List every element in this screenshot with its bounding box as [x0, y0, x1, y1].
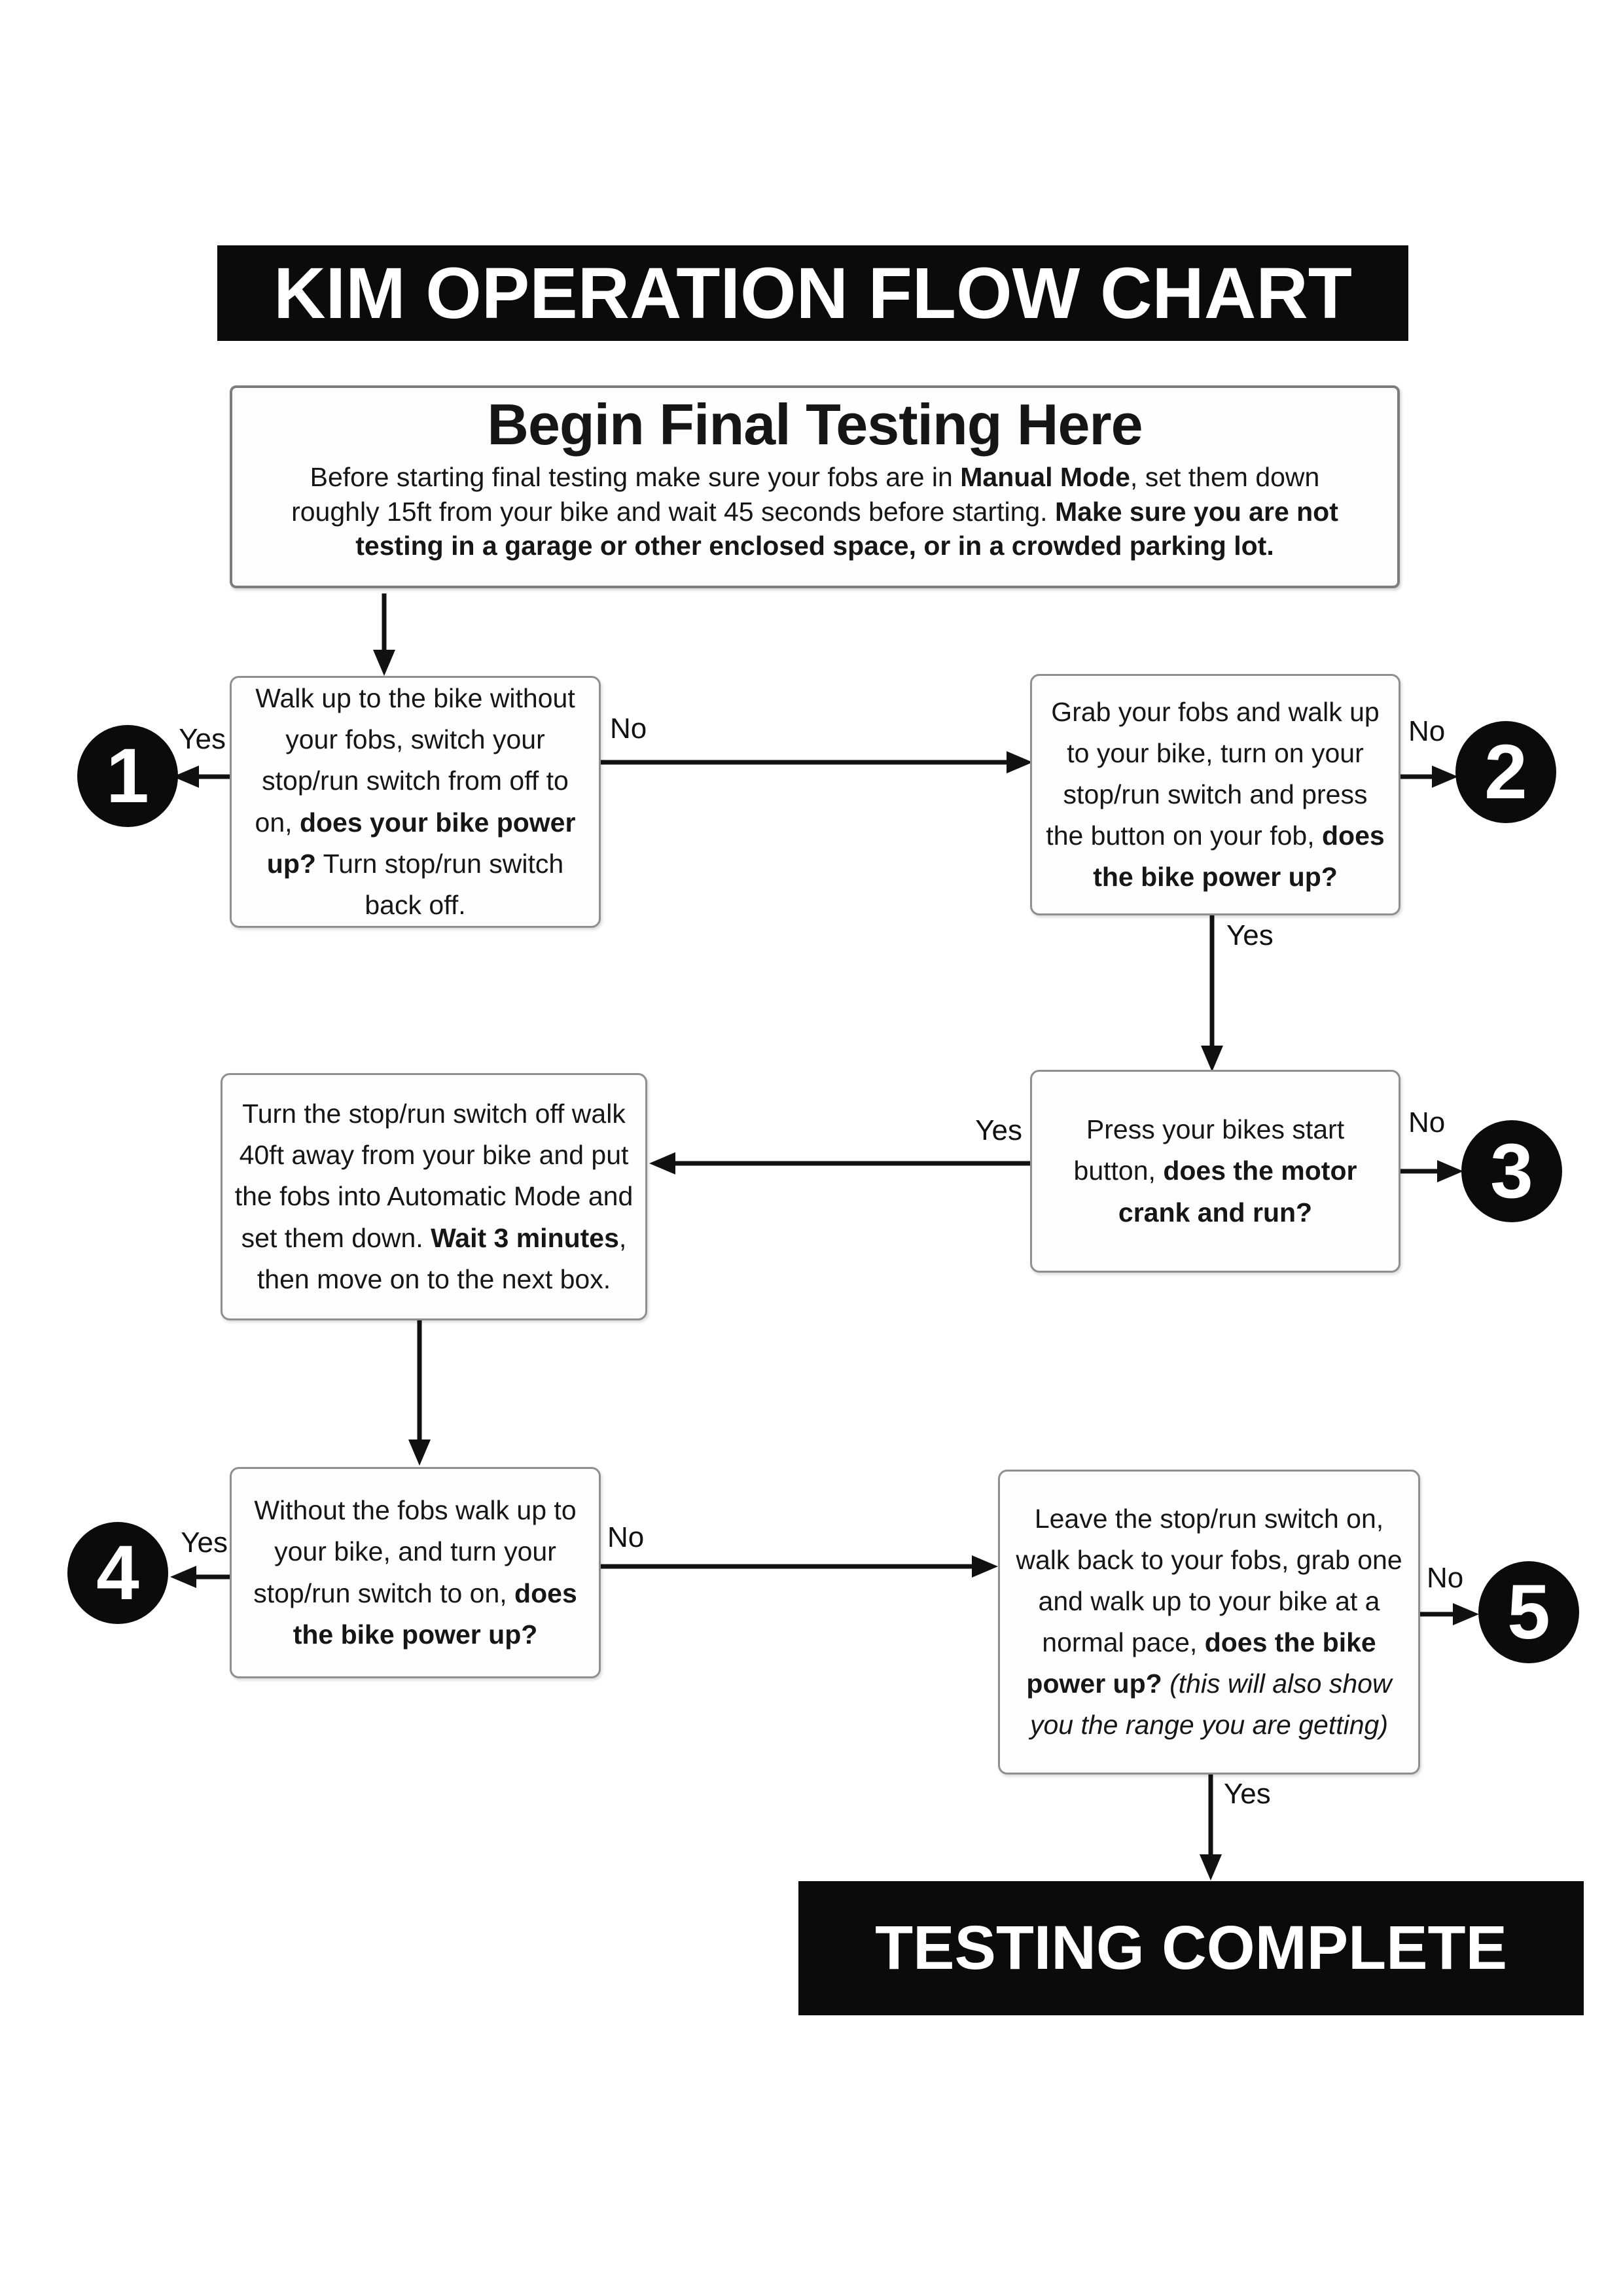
edge-label-yes: Yes	[1224, 1778, 1271, 1810]
arrow-start-to-walkup	[373, 593, 395, 676]
arrow-grabfobs-yes-to-pressstart	[1201, 915, 1223, 1072]
endpoint-number: 2	[1484, 729, 1527, 815]
edge-label-yes: Yes	[1226, 919, 1274, 951]
endpoint-number: 1	[106, 733, 149, 819]
edge-label-no: No	[610, 713, 647, 745]
endpoint-circle-3: 3	[1461, 1120, 1562, 1222]
flow-box-text: Leave the stop/run switch on, walk back …	[1016, 1503, 1402, 1740]
testing-complete-label: TESTING COMPLETE	[875, 1913, 1507, 1983]
title-banner: KIM OPERATION FLOW CHART	[217, 245, 1408, 341]
arrow-withoutfobs-yes-to-4	[170, 1566, 230, 1588]
edge-label-yes: Yes	[181, 1527, 228, 1559]
edge-label-no: No	[1427, 1562, 1464, 1594]
arrow-leaveswitch-yes-to-complete	[1200, 1775, 1222, 1881]
flow-box-walk-up-no-fobs: Walk up to the bike without your fobs, s…	[230, 676, 601, 928]
edge-label-no: No	[1408, 715, 1446, 747]
edge-label-no: No	[1408, 1106, 1446, 1139]
testing-complete-banner: TESTING COMPLETE	[798, 1881, 1584, 2015]
page-title: KIM OPERATION FLOW CHART	[274, 253, 1352, 334]
arrow-withoutfobs-no-to-leaveswitch	[601, 1555, 998, 1578]
flow-box-without-fobs: Without the fobs walk up to your bike, a…	[230, 1467, 601, 1678]
arrow-walkup-no-to-grabfobs	[601, 751, 1033, 773]
flow-box-text: Without the fobs walk up to your bike, a…	[253, 1495, 577, 1650]
arrow-grabfobs-no-to-2	[1400, 766, 1458, 788]
arrow-automatic-to-withoutfobs	[408, 1320, 431, 1466]
edge-label-yes: Yes	[179, 723, 226, 755]
flow-box-text: Turn the stop/run switch off walk 40ft a…	[234, 1099, 633, 1294]
flow-box-leave-switch-on: Leave the stop/run switch on, walk back …	[998, 1470, 1420, 1775]
start-instructions: Before starting final testing make sure …	[291, 462, 1338, 561]
endpoint-number: 3	[1490, 1128, 1533, 1214]
edge-label-yes: Yes	[975, 1114, 1022, 1146]
arrow-walkup-yes-to-1	[173, 766, 230, 788]
start-box: Begin Final Testing Here Before starting…	[230, 385, 1400, 588]
flow-box-grab-fobs: Grab your fobs and walk up to your bike,…	[1030, 674, 1400, 915]
arrow-pressstart-yes-to-automatic	[649, 1152, 1030, 1174]
arrow-leaveswitch-no-to-5	[1420, 1603, 1479, 1625]
endpoint-number: 4	[96, 1530, 139, 1616]
arrow-pressstart-no-to-3	[1400, 1160, 1463, 1182]
endpoint-circle-1: 1	[77, 725, 178, 827]
start-heading: Begin Final Testing Here	[487, 392, 1143, 457]
flow-box-press-start: Press your bikes start button, does the …	[1030, 1070, 1400, 1273]
flow-box-text: Walk up to the bike without your fobs, s…	[255, 683, 576, 920]
flow-box-text: Press your bikes start button, does the …	[1073, 1114, 1357, 1227]
endpoint-circle-4: 4	[67, 1522, 168, 1624]
edge-label-no: No	[607, 1521, 645, 1553]
flow-box-automatic-mode: Turn the stop/run switch off walk 40ft a…	[221, 1073, 647, 1320]
endpoint-number: 5	[1507, 1569, 1550, 1655]
endpoint-circle-2: 2	[1455, 721, 1556, 823]
flow-box-text: Grab your fobs and walk up to your bike,…	[1046, 696, 1385, 892]
endpoint-circle-5: 5	[1478, 1561, 1579, 1663]
